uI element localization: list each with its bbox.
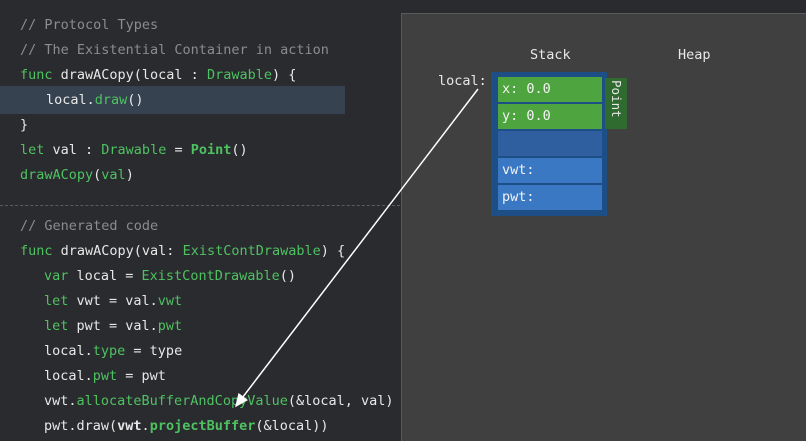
keyword: func <box>20 67 53 83</box>
type-name: Drawable <box>101 142 167 158</box>
code-line-3: func drawACopy(local : Drawable) { <box>20 65 296 85</box>
code-text: ) <box>125 167 134 183</box>
code-text: local. <box>46 92 95 108</box>
code-line-1: // Protocol Types <box>20 17 159 33</box>
code-text: local. <box>44 368 93 384</box>
code-line-2: // The Existential Container in action <box>20 42 329 58</box>
stack-cell-y: y: 0.0 <box>498 104 602 129</box>
type-name: ExistContDrawable <box>182 243 321 259</box>
property-name: type <box>92 343 126 359</box>
code-text: () <box>279 268 296 284</box>
function-name: projectBuffer <box>149 418 256 434</box>
code-text: () <box>127 92 144 108</box>
property-name: pwt <box>157 318 183 334</box>
keyword: let <box>44 293 69 309</box>
code-text: = <box>166 142 191 158</box>
code-line-16: pwt.draw(vwt.projectBuffer(&local)) <box>44 416 329 436</box>
code-text-bold: vwt <box>117 418 142 434</box>
code-line-4: local.draw() <box>46 90 144 110</box>
code-text: vwt = val. <box>68 293 158 309</box>
function-name: draw <box>94 92 128 108</box>
code-text: pwt = val. <box>68 318 158 334</box>
argument: val <box>101 167 126 183</box>
keyword: var <box>44 268 69 284</box>
code-line-11: let vwt = val.vwt <box>44 291 182 311</box>
code-line-10: var local = ExistContDrawable() <box>44 266 296 286</box>
separator <box>0 205 400 206</box>
type-name: ExistContDrawable <box>141 268 280 284</box>
type-name: Point <box>190 142 232 158</box>
local-label: local: <box>438 73 487 89</box>
stack-cell-empty <box>498 131 602 156</box>
property-name: vwt <box>157 293 183 309</box>
type-name: Drawable <box>206 67 272 83</box>
code-line-7: drawACopy(val) <box>20 165 134 185</box>
code-text: ) { <box>271 67 297 83</box>
keyword: let <box>20 142 45 158</box>
code-editor: // Protocol Types // The Existential Con… <box>0 0 400 441</box>
code-text: local = <box>68 268 142 284</box>
code-text: = type <box>125 343 183 359</box>
code-text: (&local, val) <box>287 393 394 409</box>
keyword: func <box>20 243 53 259</box>
code-line-13: local.type = type <box>44 341 182 361</box>
code-line-14: local.pwt = pwt <box>44 366 166 386</box>
stack-cell-pwt: pwt: <box>498 185 602 210</box>
code-text: drawACopy(local : <box>52 67 207 83</box>
function-name: drawACopy <box>20 167 94 183</box>
code-text: drawACopy(val: <box>52 243 183 259</box>
code-line-5: } <box>20 117 29 133</box>
code-line-15: vwt.allocateBufferAndCopyValue(&local, v… <box>44 391 394 411</box>
point-label: Point <box>609 80 624 118</box>
code-text: ) { <box>320 243 346 259</box>
point-tag <box>605 78 627 129</box>
code-text: = pwt <box>117 368 166 384</box>
code-line-8: // Generated code <box>20 218 159 234</box>
stack-cell-vwt: vwt: <box>498 158 602 183</box>
stack-cell-x: x: 0.0 <box>498 77 602 102</box>
code-line-6: let val : Drawable = Point() <box>20 140 248 160</box>
code-text: val : <box>44 142 102 158</box>
code-text: ( <box>93 167 102 183</box>
code-text: (&local)) <box>255 418 329 434</box>
code-text: () <box>231 142 248 158</box>
code-text: local. <box>44 343 93 359</box>
property-name: pwt <box>92 368 118 384</box>
function-name: allocateBufferAndCopyValue <box>76 393 288 409</box>
code-line-9: func drawACopy(val: ExistContDrawable) { <box>20 241 345 261</box>
code-text: vwt. <box>44 393 77 409</box>
keyword: let <box>44 318 69 334</box>
code-text: pwt.draw( <box>44 418 118 434</box>
stack-label: Stack <box>530 47 571 63</box>
code-line-12: let pwt = val.pwt <box>44 316 182 336</box>
code-text: . <box>141 418 150 434</box>
heap-label: Heap <box>678 47 711 63</box>
